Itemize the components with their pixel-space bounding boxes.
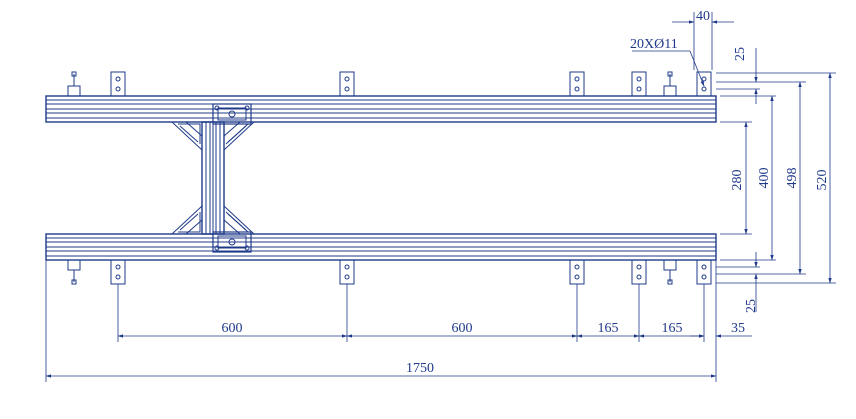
top-rail	[45, 95, 717, 123]
gusset-brackets	[170, 121, 256, 235]
dim-text-520: 520	[815, 170, 830, 191]
foot-top-right	[663, 71, 677, 97]
dim-text-1750: 1750	[406, 361, 434, 376]
mount-bracket	[696, 71, 712, 97]
mount-bracket	[339, 259, 355, 285]
dim-text-600-right: 600	[452, 321, 473, 336]
dim-text-280: 280	[730, 170, 745, 191]
dim-text-35: 35	[731, 321, 745, 336]
bottom-mount-brackets	[110, 259, 712, 285]
dim-text-165-b: 165	[662, 321, 683, 336]
mount-bracket	[339, 71, 355, 97]
dim-text-165-a: 165	[598, 321, 619, 336]
mount-bracket	[631, 71, 647, 97]
dim-text-40: 40	[696, 9, 710, 24]
hole-leader	[632, 50, 705, 87]
mount-bracket	[110, 71, 126, 97]
mount-bracket	[569, 71, 585, 97]
center-cross-member	[201, 103, 252, 253]
top-mount-brackets	[110, 71, 712, 97]
bottom-rail	[45, 233, 717, 261]
mount-bracket	[569, 259, 585, 285]
dim-text-25-top: 25	[733, 47, 748, 61]
dim-text-400: 400	[757, 168, 772, 189]
dim-text-25-bottom: 25	[744, 299, 759, 313]
dim-text-600-left: 600	[222, 321, 243, 336]
mount-bracket	[631, 259, 647, 285]
mount-bracket	[110, 259, 126, 285]
hole-spec-label: 20XØ11	[630, 37, 678, 52]
foot-bottom-right	[663, 259, 677, 285]
foot-top-left	[67, 71, 81, 97]
leveling-feet	[67, 71, 677, 285]
dim-40	[672, 12, 734, 70]
right-dimensions	[716, 48, 836, 312]
dim-text-498: 498	[785, 168, 800, 189]
bottom-dimensions	[45, 260, 752, 382]
foot-bottom-left	[67, 259, 81, 285]
mount-bracket	[696, 259, 712, 285]
